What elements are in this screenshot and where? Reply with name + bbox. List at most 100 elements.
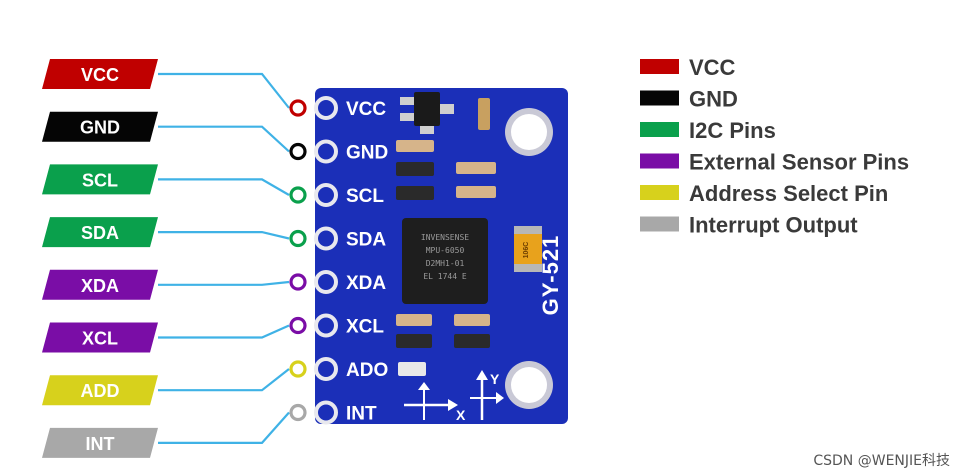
legend-swatch <box>640 122 679 137</box>
pin-ring-add <box>289 360 307 378</box>
power-led <box>398 362 426 376</box>
tantalum-cap-label: 106C <box>523 242 530 259</box>
board-header-pins: VCC GND SCL SDA XDA XCL ADO INT <box>314 96 388 425</box>
pin-wire <box>158 411 290 444</box>
pin-ring-sda <box>289 229 307 248</box>
header-pin <box>314 400 338 425</box>
legend-swatch <box>640 59 679 74</box>
pin-tag-vcc <box>42 59 158 89</box>
smd-capacitor <box>396 140 434 152</box>
pin-tag-label: GND <box>80 118 120 138</box>
legend-label: Address Select Pin <box>689 181 888 206</box>
header-pin <box>314 139 338 164</box>
pin-indicator-rings <box>289 99 307 422</box>
regulator-pin <box>440 104 454 114</box>
legend-label: Interrupt Output <box>689 213 858 238</box>
pin-tag-label: VCC <box>81 65 119 85</box>
board-pin-label: VCC <box>346 99 386 120</box>
tantalum-capacitor <box>514 226 542 272</box>
smd-resistor <box>454 334 490 348</box>
header-pin <box>314 226 338 251</box>
voltage-regulator <box>414 92 440 126</box>
board-pin-label: XCL <box>346 317 384 338</box>
tantalum-cap-lead <box>514 264 542 272</box>
regulator-tab <box>420 126 434 134</box>
smd-capacitor <box>456 162 496 174</box>
legend-swatch <box>640 90 679 106</box>
legend-swatch <box>640 185 679 200</box>
pin-ring-xda <box>289 273 307 291</box>
pin-wire <box>158 231 290 240</box>
csdn-watermark: CSDN @WENJIE科技 <box>813 453 950 469</box>
board-pin-label: SDA <box>346 230 386 251</box>
pin-wire <box>158 72 290 109</box>
mpu6050-chip <box>402 218 488 304</box>
pin-wire <box>158 125 290 153</box>
board-pin-label: XDA <box>346 273 386 294</box>
chip-marking-line: EL 1744 E <box>423 272 467 281</box>
smd-resistor <box>396 186 434 200</box>
pin-tag-scl <box>42 164 158 195</box>
pin-label-tags: VCC GND SCL SDA XDA XCL ADD INT <box>42 59 158 458</box>
board-pin-label: GND <box>346 143 388 164</box>
pin-tag-xda <box>42 269 158 300</box>
capacitor-small <box>478 98 490 130</box>
mounting-hole-top-inner <box>511 114 547 150</box>
axis-x-label: X <box>456 407 466 423</box>
board-pin-label: INT <box>346 404 377 425</box>
pin-tag-add <box>42 375 158 406</box>
pin-ring-scl <box>289 186 307 204</box>
smd-capacitor <box>454 314 490 326</box>
header-pin <box>314 357 338 381</box>
smd-resistor <box>396 334 432 348</box>
pin-tag-gnd <box>42 111 158 142</box>
axis-y-label: Y <box>490 371 500 387</box>
smd-capacitor <box>456 186 496 198</box>
pin-ring-int <box>289 403 307 422</box>
pin-tag-label: SCL <box>82 170 118 190</box>
pin-tag-label: ADD <box>81 381 120 401</box>
regulator-pin <box>400 113 414 121</box>
pin-tag-xcl <box>42 322 158 353</box>
chip-marking-line: MPU-6050 <box>426 246 465 255</box>
pin-tag-int <box>42 427 158 458</box>
smd-capacitor <box>396 314 432 326</box>
header-pin <box>314 270 338 294</box>
chip-marking-line: D2MH1-01 <box>426 259 465 268</box>
header-pin <box>314 96 338 120</box>
board-model-label: GY-521 <box>538 235 563 316</box>
tantalum-cap-lead <box>514 226 542 234</box>
pin-wire <box>158 324 290 339</box>
pin-tag-sda <box>42 217 158 248</box>
legend-label: GND <box>689 87 738 112</box>
legend-swatch <box>640 153 679 169</box>
pin-wire <box>158 280 290 286</box>
legend-label: VCC <box>689 55 736 80</box>
pin-wire <box>158 368 290 392</box>
smd-resistor <box>396 162 434 176</box>
pin-wires <box>158 72 290 444</box>
pin-wire <box>158 178 290 196</box>
pin-tag-label: INT <box>86 434 115 454</box>
axis-x-arrow: X <box>404 382 466 423</box>
pin-tag-label: SDA <box>81 223 119 243</box>
pin-ring-gnd <box>289 142 307 161</box>
legend-swatch <box>640 216 679 232</box>
pin-tag-label: XCL <box>82 329 118 349</box>
pin-ring-xcl <box>289 316 307 335</box>
header-pin <box>314 313 338 338</box>
chip-marking-line: INVENSENSE <box>421 233 469 242</box>
mounting-hole-bottom-inner <box>511 367 547 403</box>
board-pin-label: ADO <box>346 360 388 381</box>
pin-tag-label: XDA <box>81 276 119 296</box>
axis-y-arrow: Y <box>470 370 504 420</box>
regulator-pin <box>400 97 414 105</box>
header-pin <box>314 183 338 207</box>
pin-ring-vcc <box>289 99 307 117</box>
board-pin-label: SCL <box>346 186 384 207</box>
